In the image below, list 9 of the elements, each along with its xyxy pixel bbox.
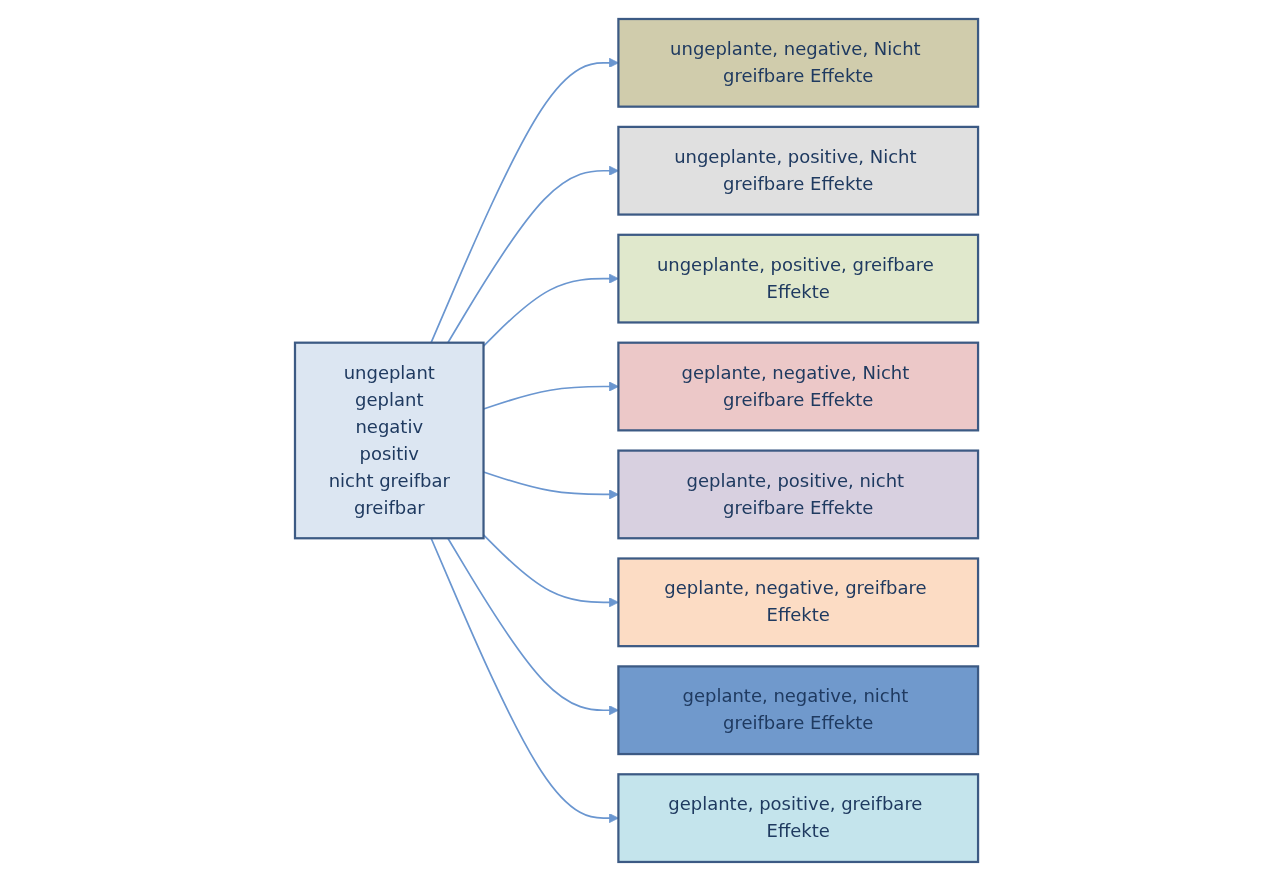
node-box: ungeplant geplant negativ positiv nicht greifbar greifbar <box>294 341 486 540</box>
node-box: ungeplante, positive, greifbare Effekte <box>617 233 980 324</box>
node-box: ungeplante, positive, Nicht greifbare Effekte <box>617 125 980 216</box>
node-box: ungeplante, negative, Nicht greifbare Effekte <box>617 17 980 108</box>
node-box: geplante, negative, Nicht greifbare Effekte <box>617 341 980 432</box>
node-box: geplante, negative, greifbare Effekte <box>617 557 980 648</box>
node-box: geplante, positive, nicht greifbare Effekte <box>617 449 980 540</box>
node-box: geplante, positive, greifbare Effekte <box>617 773 980 864</box>
node-box: geplante, negative, nicht greifbare Effekte <box>617 665 980 756</box>
